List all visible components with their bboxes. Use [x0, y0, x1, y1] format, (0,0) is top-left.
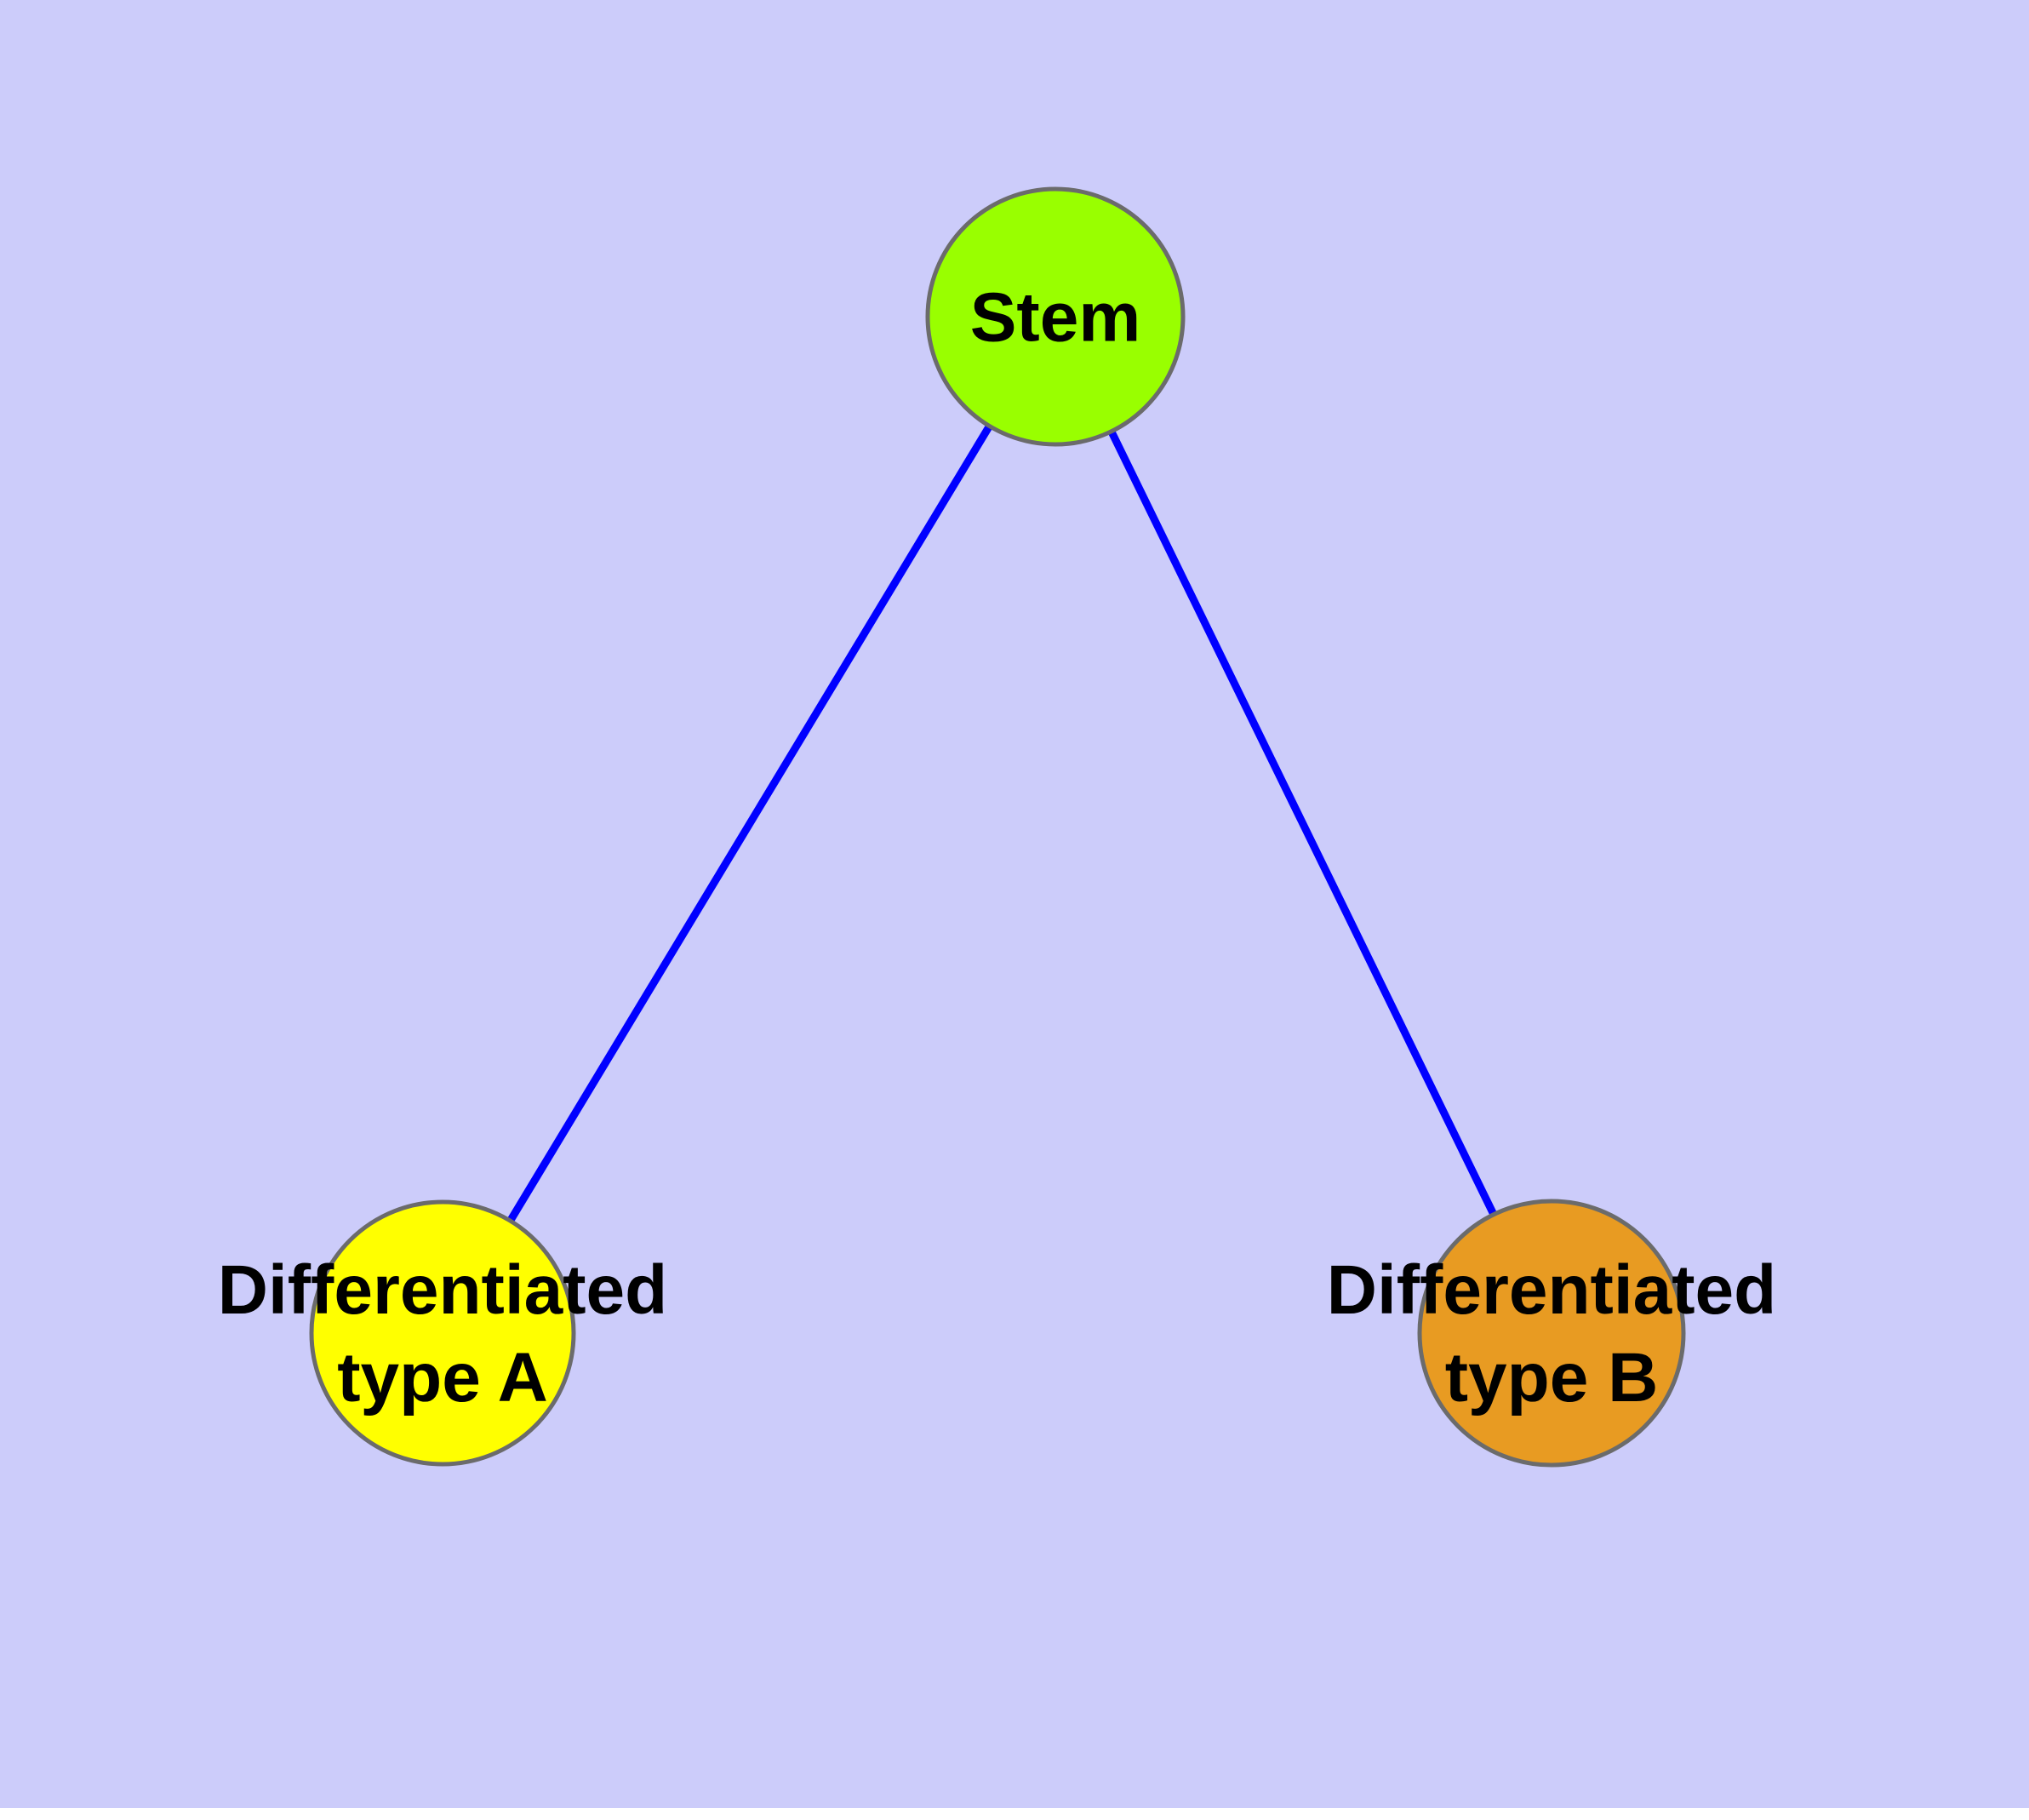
graph-node-label-line: type A — [337, 1339, 548, 1417]
graph-node-label-line: Differentiated — [218, 1251, 668, 1329]
graph-node-label-stem: Stem — [970, 279, 1141, 357]
graph-node-label-diff_a: Differentiated type A — [218, 1251, 668, 1417]
graph-node-label-diff_b: Differentiated type B — [1327, 1251, 1777, 1417]
graph-edge[interactable] — [439, 314, 1059, 1336]
graph-node-label-line: type B — [1445, 1339, 1659, 1417]
graph-edge[interactable] — [1051, 315, 1556, 1335]
edges-layer — [439, 314, 1556, 1336]
graph-node-stem[interactable] — [925, 186, 1186, 447]
graph-node-diff_a[interactable] — [309, 1199, 576, 1467]
nodes-layer — [309, 186, 1686, 1468]
graph-node-diff_b[interactable] — [1417, 1199, 1686, 1468]
graph-node-label-line: Stem — [970, 279, 1141, 357]
graph-node-label-line: Differentiated — [1327, 1251, 1777, 1329]
